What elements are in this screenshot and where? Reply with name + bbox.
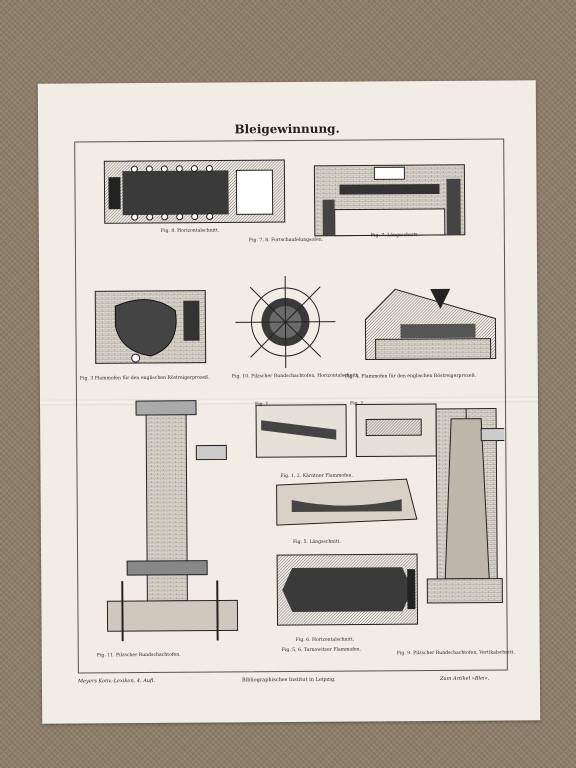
footer-publisher: Bibliographisches Institut in Leipzig. xyxy=(241,676,336,684)
caption-fig-5: Fig. 5. Längsschnitt. xyxy=(292,539,341,545)
plate-title: Bleigewinnung. xyxy=(234,121,340,137)
figure-9-vertical-section xyxy=(426,408,506,604)
caption-fig-10: Fig. 10. Pilzscher Rundschachtofen, Hori… xyxy=(231,373,360,380)
figure-1-2-carinthian xyxy=(255,403,437,458)
caption-fig-6: Fig. 6. Horizontalschnitt. xyxy=(295,637,355,643)
caption-fig-8: Fig. 8. Horizontalschnitt. xyxy=(160,228,220,234)
footer-article-ref: Zum Artikel »Blei«. xyxy=(439,675,490,682)
caption-fig-7-8: Fig. 7, 8. Fortschaufelungsofen. xyxy=(248,237,324,244)
printed-plate: Bleigewinnung. xyxy=(37,80,541,724)
footer-publication: Meyers Konv.-Lexikon, 4. Aufl. xyxy=(77,677,155,685)
figure-6-horizontal-section xyxy=(276,553,419,626)
figure-5-long-section xyxy=(276,478,418,526)
figure-3-reverberatory-plan xyxy=(94,290,207,364)
caption-fig-7: Fig. 7. Längsschnitt. xyxy=(370,233,419,239)
caption-fig-1: Fig. 1. xyxy=(255,402,270,408)
figure-4-reverberatory-section xyxy=(364,288,497,360)
caption-fig-9: Fig. 9. Pilzscher Rundschachtofen, Verti… xyxy=(396,650,515,657)
figure-10-round-furnace xyxy=(235,276,336,369)
figure-11-shaft-furnace xyxy=(106,400,239,642)
figure-7-long-section xyxy=(313,164,466,237)
caption-fig-2: Fig. 2. xyxy=(349,401,365,407)
figure-8-furnace-plan xyxy=(103,159,286,224)
engraving-figures xyxy=(94,159,506,642)
caption-fig-11: Fig. 11. Pilzscher Rundschachtofen. xyxy=(96,652,181,659)
caption-fig-3: Fig. 3 Flammofen für den englischen Röst… xyxy=(79,375,210,382)
caption-fig-1-2: Fig. 1, 2. Kärntner Flammofen. xyxy=(280,473,353,480)
caption-fig-4: Fig. 4. Flammofen für den englischen Rös… xyxy=(344,373,477,380)
caption-fig-5-6: Fig. 5, 6. Tarnowitzer Flammofen. xyxy=(281,647,362,654)
